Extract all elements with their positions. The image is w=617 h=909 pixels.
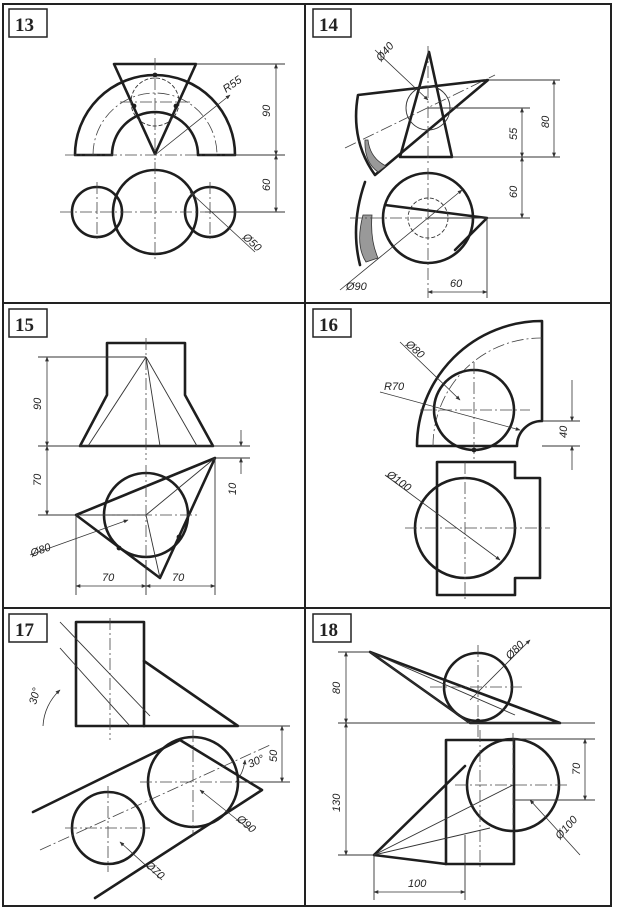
dim-diameter: Ø50 — [239, 231, 264, 255]
dim-80: 80 — [540, 115, 552, 128]
dim-height-bottom: 60 — [261, 178, 273, 191]
front-view: Ø80 80 — [331, 638, 595, 740]
top-view: Ø100 — [383, 460, 550, 600]
dim-70: 70 — [571, 762, 583, 775]
dim-70-vert: 70 — [32, 473, 44, 486]
dim-60-vert: 60 — [508, 185, 520, 198]
top-view: 70 10 Ø80 70 70 — [28, 430, 250, 595]
top-view: 60 Ø50 — [60, 154, 285, 262]
panel-number-box — [8, 8, 48, 38]
dim-40: 40 — [558, 425, 570, 438]
dim-d80: Ø80 — [402, 338, 427, 362]
front-view: Ø80 R70 40 — [379, 319, 580, 470]
panel-number: 13 — [15, 15, 34, 36]
panel-number: 18 — [319, 620, 338, 641]
dim-d90: Ø90 — [345, 281, 368, 293]
dim-70-left: 70 — [102, 572, 115, 584]
dim-60-horz: 60 — [450, 278, 463, 290]
dim-angle-30-right: 30° — [246, 753, 267, 771]
panel-number: 15 — [15, 315, 34, 336]
panel-14: 14 55 80 Ø40 — [312, 8, 560, 298]
dim-80: 80 — [331, 681, 343, 694]
panel-number-box — [8, 308, 48, 338]
dim-130: 130 — [331, 793, 343, 812]
dim-r70: R70 — [384, 381, 405, 393]
dim-radius: R55 — [221, 74, 245, 96]
dim-50: 50 — [268, 749, 280, 762]
dim-d80: Ø80 — [28, 541, 53, 560]
dim-height-top: 90 — [261, 104, 273, 117]
dim-90: 90 — [32, 397, 44, 410]
front-view: 30° — [27, 618, 290, 740]
dim-d90: Ø90 — [233, 812, 258, 836]
panel-13: 13 R55 90 60 — [8, 8, 285, 262]
front-view: R55 90 — [65, 58, 285, 160]
dim-100: 100 — [408, 878, 427, 890]
top-view: 50 30° Ø90 Ø70 — [31, 725, 290, 900]
panel-15: 15 90 70 10 — [8, 308, 250, 595]
front-view: 55 80 Ø40 — [344, 40, 560, 177]
panel-number-box — [312, 308, 352, 338]
panel-16: 16 Ø80 R70 40 Ø100 — [312, 308, 580, 600]
panel-number-box — [312, 613, 352, 643]
panel-17: 17 30° 50 30° Ø90 — [8, 613, 290, 900]
dim-d100: Ø100 — [383, 468, 413, 495]
dim-55: 55 — [508, 127, 520, 140]
front-view: 90 — [32, 338, 250, 460]
panel-number: 17 — [15, 620, 35, 641]
dim-70-right: 70 — [172, 572, 185, 584]
panel-number-box — [8, 613, 48, 643]
dim-d70: Ø70 — [142, 859, 167, 883]
dim-d100: Ø100 — [553, 813, 581, 842]
panel-number-box — [312, 8, 352, 38]
dim-d80: Ø80 — [503, 638, 528, 663]
dim-10: 10 — [227, 482, 239, 495]
dim-angle-30-left: 30° — [27, 686, 43, 706]
panel-number: 14 — [319, 15, 339, 36]
panel-grid — [2, 3, 612, 907]
top-view: 70 130 Ø100 100 — [331, 722, 595, 900]
dim-d40: Ø40 — [373, 40, 397, 65]
panel-number: 16 — [319, 315, 338, 336]
panel-18: 18 Ø80 80 — [312, 613, 595, 900]
top-view: 60 60 Ø90 — [339, 156, 530, 298]
